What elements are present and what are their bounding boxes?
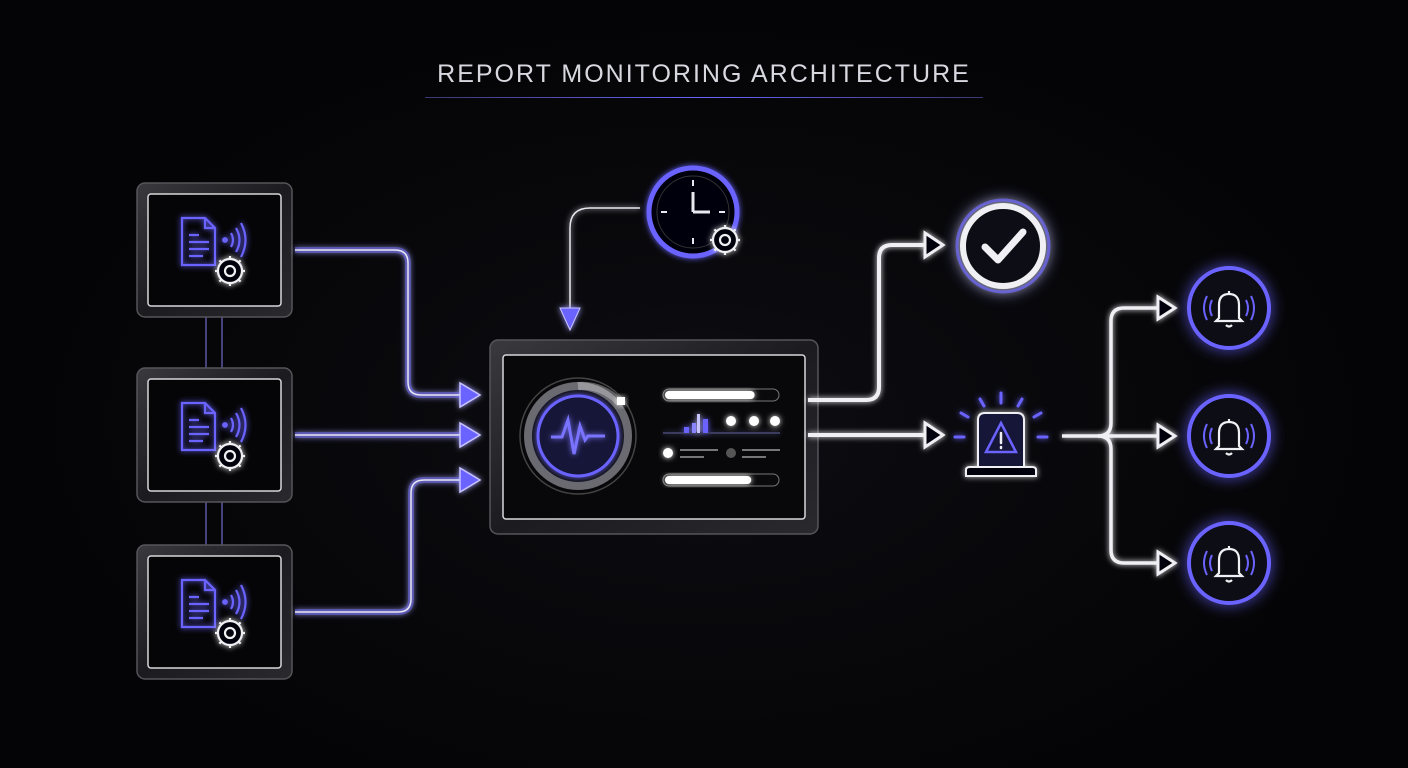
check-circle-icon — [955, 198, 1051, 294]
status-legend — [663, 448, 780, 458]
monitoring-dashboard — [489, 339, 819, 535]
source-connectors — [205, 317, 223, 546]
report-source-1 — [137, 183, 292, 317]
report-source-2 — [137, 368, 292, 502]
notification-bell-3 — [1189, 523, 1269, 603]
input-flows — [295, 247, 482, 615]
notification-bell-2 — [1189, 396, 1269, 476]
output-flows — [808, 230, 946, 450]
flow-source-3 — [295, 477, 462, 615]
progress-bar-top — [662, 388, 780, 402]
diagram-title: REPORT MONITORING ARCHITECTURE — [437, 60, 971, 88]
progress-bar-bottom — [662, 473, 780, 487]
notification-bell-1 — [1189, 268, 1269, 348]
scheduler-clock — [559, 165, 740, 332]
flow-success — [808, 243, 925, 402]
siren-warning-icon — [953, 391, 1049, 477]
title-underline — [425, 97, 983, 98]
schedule-flow — [569, 207, 640, 312]
report-source-3 — [137, 545, 292, 679]
input-arrowheads — [459, 381, 482, 494]
notification-fanout — [1062, 294, 1178, 577]
flow-source-1 — [295, 247, 462, 398]
activity-graph — [663, 414, 780, 434]
gear-icon — [710, 225, 740, 255]
